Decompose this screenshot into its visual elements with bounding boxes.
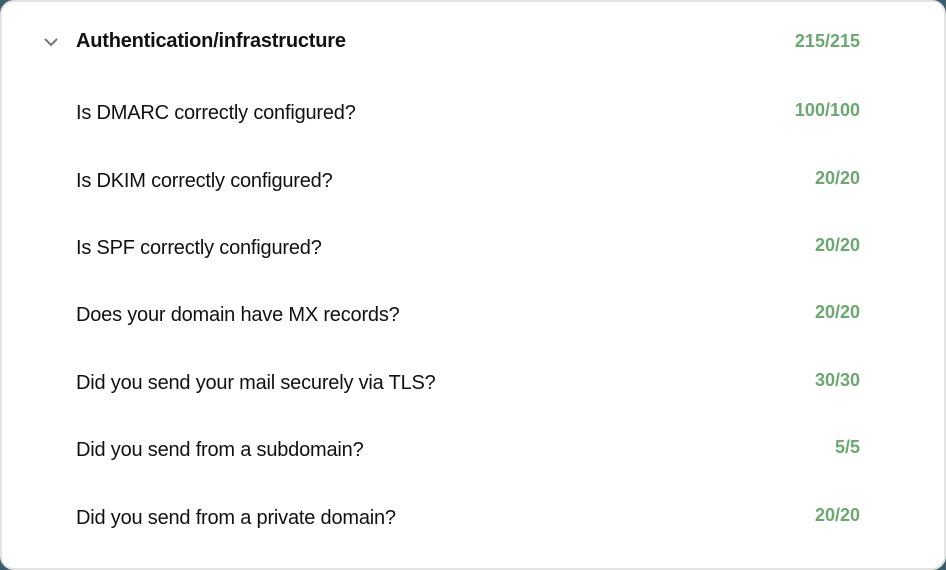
check-row-spf: Is SPF correctly configured? 20/20 xyxy=(2,235,944,297)
check-row-dkim: Is DKIM correctly configured? 20/20 xyxy=(2,168,944,230)
check-row-tls: Did you send your mail securely via TLS?… xyxy=(2,370,944,432)
check-label: Is SPF correctly configured? xyxy=(76,237,322,259)
check-score: 20/20 xyxy=(814,302,860,322)
check-label: Is DKIM correctly configured? xyxy=(76,170,333,192)
check-score: 100/100 xyxy=(794,100,860,120)
check-score: 30/30 xyxy=(814,370,860,390)
check-score: 20/20 xyxy=(814,168,860,188)
section-score: 215/215 xyxy=(794,31,860,51)
check-label: Did you send your mail securely via TLS? xyxy=(76,372,436,394)
check-row-subdomain: Did you send from a subdomain? 5/5 xyxy=(2,437,944,499)
check-score: 5/5 xyxy=(834,437,860,457)
check-score: 20/20 xyxy=(814,505,860,525)
check-label: Is DMARC correctly configured? xyxy=(76,102,356,124)
section-header-toggle[interactable]: Authentication/infrastructure 215/215 xyxy=(2,2,944,82)
check-row-private-domain: Did you send from a private domain? 20/2… xyxy=(2,505,944,567)
check-row-mx: Does your domain have MX records? 20/20 xyxy=(2,302,944,364)
chevron-down-icon[interactable] xyxy=(42,35,60,49)
check-label: Did you send from a private domain? xyxy=(76,507,396,529)
check-row-dmarc: Is DMARC correctly configured? 100/100 xyxy=(2,100,944,162)
check-label: Did you send from a subdomain? xyxy=(76,439,364,461)
check-score: 20/20 xyxy=(814,235,860,255)
section-title: Authentication/infrastructure xyxy=(76,30,346,52)
check-label: Does your domain have MX records? xyxy=(76,304,400,326)
